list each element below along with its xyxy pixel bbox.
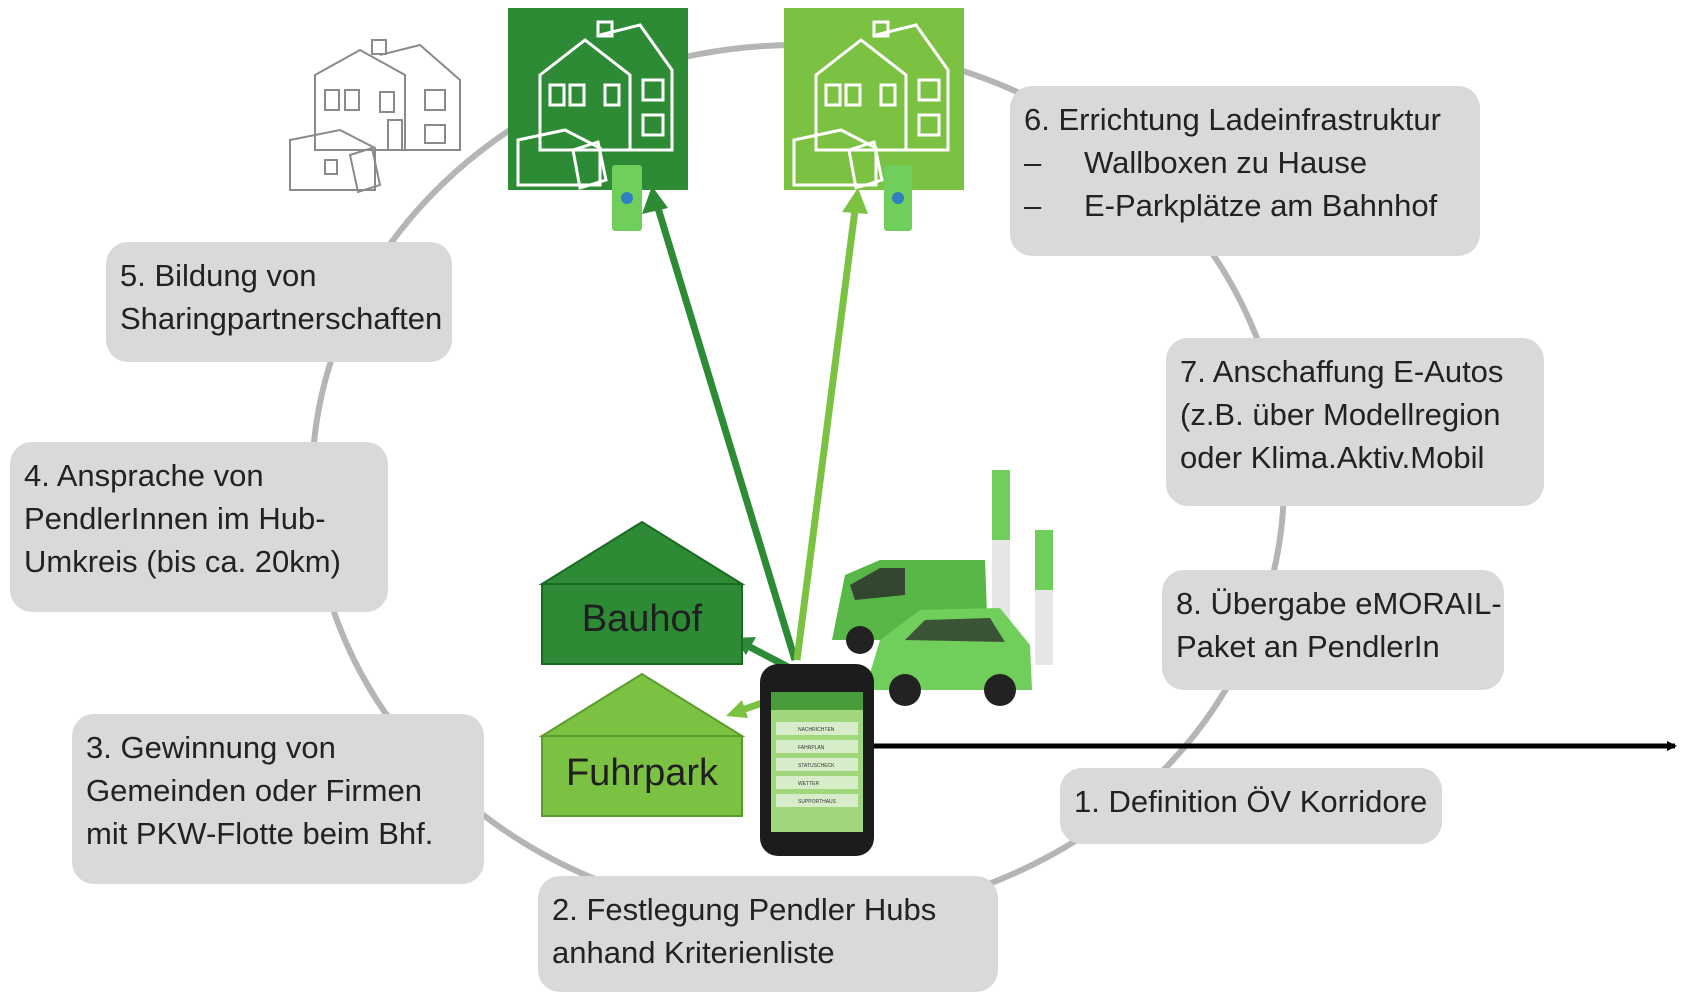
wallbox-icon: [612, 165, 642, 231]
house-dark-green-icon: [508, 8, 688, 190]
charging-column-icon: [992, 470, 1010, 628]
step-8-box: 8. Übergabe eMORAIL- Paket an PendlerIn: [1162, 570, 1504, 690]
phone-menu-label: NACHRICHTEN: [798, 727, 835, 733]
arrowhead: [726, 700, 748, 718]
step-6-bullet-1: –Wallboxen zu Hause: [1024, 145, 1368, 180]
phone-menu-label: STATUSCHECK: [798, 763, 835, 769]
charging-column-icon: [1035, 530, 1053, 665]
arrowhead: [642, 186, 668, 214]
step-7-box: 7. Anschaffung E-Autos (z.B. über Modell…: [1166, 338, 1544, 506]
phone-menu-item: [776, 758, 858, 771]
step-5-box: 5. Bildung von Sharingpartnerschaften: [106, 242, 452, 362]
step-3-box: 3. Gewinnung von Gemeinden oder Firmen m…: [72, 714, 484, 884]
phone-menu-label: FAHRPLAN: [798, 745, 825, 751]
fuhrpark-label: Fuhrpark: [565, 752, 719, 794]
phone-menu-item: [776, 722, 858, 735]
step-6-title: 6. Errichtung Ladeinfrastruktur: [1024, 102, 1441, 137]
phone-menu-item: [776, 740, 858, 753]
step-2-box: 2. Festlegung Pendler Hubs anhand Kriter…: [538, 876, 998, 992]
phone-menu-label: WETTER: [798, 781, 819, 787]
smartphone-icon: NACHRICHTEN FAHRPLAN STATUSCHECK WETTER SUPP…: [760, 664, 874, 856]
phone-menu-item: [776, 794, 858, 807]
arrow-to-light-house: [793, 209, 859, 661]
bauhof-label: Bauhof: [581, 598, 703, 640]
e-car-icon: [865, 608, 1032, 706]
step-6-bullet-2: –E-Parkplätze am Bahnhof: [1024, 188, 1438, 223]
house-bauhof: [538, 520, 746, 665]
wallbox-icon: [884, 165, 912, 231]
house-outline-icon: [289, 39, 461, 194]
step-4-box: 4. Ansprache von PendlerInnen im Hub- Um…: [10, 442, 388, 612]
phone-menu-label: SUPPORTHAUS: [798, 799, 837, 805]
house-fuhrpark: [538, 672, 746, 817]
step-6-box: 6. Errichtung Ladeinfrastruktur –Wallbox…: [1010, 86, 1480, 256]
house-light-green-icon: [784, 8, 964, 190]
phone-menu-item: [776, 776, 858, 789]
step-1-box: 1. Definition ÖV Korridore: [1060, 768, 1442, 844]
arrowhead: [842, 188, 868, 214]
arrow-to-dark-house: [654, 206, 799, 662]
